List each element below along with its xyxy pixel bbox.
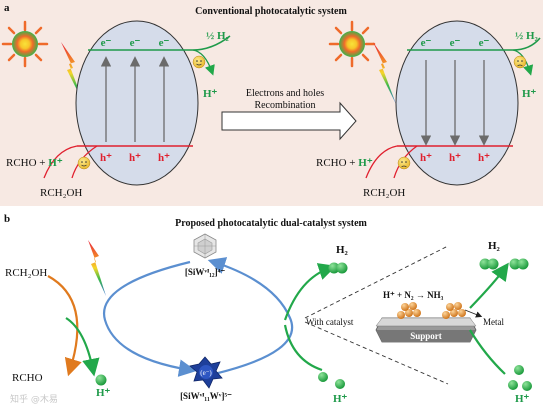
sad-face-icon: [513, 55, 527, 69]
proton-label-b-mid: H⁺: [333, 393, 348, 405]
nh3-reaction-label: H⁺ + N₂ → NH₃: [383, 290, 444, 300]
smiley-face-icon: [77, 156, 91, 170]
cluster-bottom-label: [SiWᵛᴵ₁₁Wᵛ]⁵⁻: [180, 391, 232, 401]
proton-uptake-arrow: [283, 324, 323, 372]
oxidation-curve: [365, 145, 398, 179]
alcohol-label: RCH₂OH: [363, 187, 405, 199]
recombination-line1: Electrons and holes: [246, 88, 324, 99]
with-catalyst-label: With catalyst: [306, 317, 354, 327]
zoom-line-bottom: [304, 321, 449, 385]
proton-pair-icon: [318, 372, 345, 389]
proton-pair-icon: [508, 365, 532, 391]
hole-label: h⁺: [478, 152, 490, 164]
electron-label: e⁻: [450, 37, 461, 49]
light-bolt-icon: [88, 240, 106, 296]
panel-b-title: Proposed photocatalytic dual-catalyst sy…: [175, 218, 367, 229]
proton-reduction-arrow: [192, 49, 215, 76]
h2-evolution-arrow: [283, 263, 337, 321]
proton-label: H⁺: [203, 88, 218, 100]
alcohol-label: RCH₂OH: [40, 187, 82, 199]
proton-in-arrow: [469, 329, 506, 375]
rcho-label: RCHO + H⁺: [6, 157, 63, 169]
electron-label: e⁻: [101, 37, 112, 49]
half-h2-label: ½ H₂: [206, 30, 230, 42]
alcohol-label-b: RCH₂OH: [5, 267, 47, 279]
hole-label: h⁺: [158, 152, 170, 164]
cluster-top-label: [SiWᵛᴵ₁₂]⁴⁻: [185, 267, 225, 277]
panel-a-title: Conventional photocatalytic system: [195, 6, 347, 17]
aldehyde-label: RCHO: [12, 372, 43, 384]
electron-label: e⁻: [159, 37, 170, 49]
proton-label: H⁺: [522, 88, 537, 100]
watermark: 知乎 @木易: [10, 393, 58, 405]
h2-molecule-icon: [479, 258, 529, 270]
recombination-arrow: Electrons and holes Recombination: [221, 88, 357, 141]
panel-b-label: b: [4, 213, 10, 225]
panel-a-label: a: [4, 2, 10, 14]
metal-particles-icon: [397, 302, 466, 319]
recombination-line2: Recombination: [254, 100, 315, 111]
hole-label: h⁺: [449, 152, 461, 164]
electron-label: e⁻: [130, 37, 141, 49]
zoom-line-top: [304, 245, 449, 319]
h2-label: H₂: [336, 244, 349, 256]
smiley-face-icon: [192, 55, 206, 69]
electron-label: e⁻: [421, 37, 432, 49]
polyoxometalate-reduced-icon: (e⁻): [189, 356, 223, 389]
metal-pointer: [464, 309, 483, 318]
hole-label: h⁺: [129, 152, 141, 164]
h2-out-arrow: [469, 262, 509, 309]
half-h2-label: ½ H₂: [515, 30, 539, 42]
support-block: Support: [375, 317, 477, 343]
proton-ball: [95, 374, 107, 386]
h2-molecule-icon: [328, 262, 348, 274]
sun-icon: [1, 20, 49, 68]
cycle-right-arrow: [207, 257, 294, 376]
cycle-left-arrow: [102, 260, 197, 377]
oxidation-curve: [43, 145, 78, 179]
support-label: Support: [410, 331, 442, 341]
proton-label-b-left: H⁺: [96, 387, 111, 399]
sun-icon: [328, 20, 376, 68]
rcho-label: RCHO + H⁺: [316, 157, 373, 169]
hole-label: h⁺: [100, 152, 112, 164]
h2-label-right: H₂: [488, 240, 501, 252]
polyoxometalate-oxidized-icon: [193, 233, 217, 259]
sad-face-icon: [397, 156, 411, 170]
proton-release-arrow: [65, 317, 100, 377]
right-photocatalyst: e⁻ e⁻ e⁻ h⁺ h⁺ h⁺ ½ H₂ H⁺ RCHO + H⁺ RCH₂…: [316, 20, 541, 199]
left-photocatalyst: e⁻ e⁻ e⁻ h⁺ h⁺ h⁺ ½ H₂ H⁺ RCHO + H⁺ RCH₂…: [1, 20, 231, 199]
cluster-inner-electron: (e⁻): [200, 369, 212, 377]
proton-label-b-right: H⁺: [515, 393, 530, 405]
electron-label: e⁻: [479, 37, 490, 49]
oxidation-arrow: [47, 275, 82, 377]
hole-label: h⁺: [420, 152, 432, 164]
metal-label: Metal: [483, 317, 504, 327]
